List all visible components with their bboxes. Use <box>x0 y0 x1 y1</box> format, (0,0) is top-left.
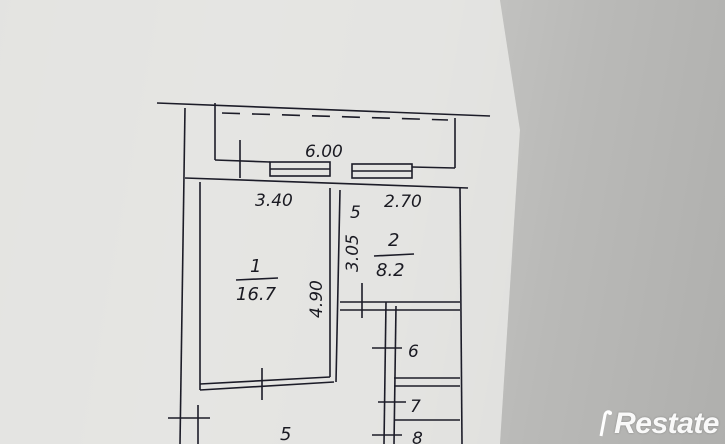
room8-number: 8 <box>412 429 423 444</box>
balcony-top-wall <box>156 102 491 117</box>
room1-depth-label: 4.90 <box>307 280 327 318</box>
watermark-text: Restate <box>614 407 719 440</box>
outer-left-wall <box>179 107 186 444</box>
balcony-right-side <box>411 166 456 169</box>
room2-width-label: 2.70 <box>384 192 422 212</box>
paper-shadow <box>500 0 725 444</box>
room2-label-underline <box>373 253 415 257</box>
balcony-length-label: 6.00 <box>305 142 343 162</box>
room1-area: 16.7 <box>236 284 277 305</box>
corridor-wall-a <box>383 301 387 444</box>
room1-label-underline <box>235 277 279 281</box>
room1-bottom-wall-inner <box>199 376 331 385</box>
room1-number: 1 <box>250 256 261 277</box>
paper-sheet <box>0 0 520 444</box>
balcony-dash <box>221 112 449 121</box>
partition-wall-b <box>335 189 341 383</box>
restate-watermark: Restate <box>598 404 719 444</box>
room6-number: 6 <box>408 342 419 362</box>
room2-area: 8.2 <box>376 260 405 281</box>
walls <box>168 107 469 444</box>
room7-number: 7 <box>410 397 421 417</box>
room1-bottom-wall <box>199 381 335 391</box>
restate-logo-icon <box>599 410 613 437</box>
outer-right-wall <box>459 187 463 444</box>
corridor-wall-b <box>393 305 397 444</box>
balcony <box>156 102 491 179</box>
room5-number: 5 <box>280 424 291 444</box>
outer-top-wall <box>184 177 469 189</box>
room1-width-label: 3.40 <box>255 191 293 211</box>
balcony-left-side <box>214 159 271 163</box>
room2-depth-label: 3.05 <box>343 234 363 272</box>
room2-prefix-label: 5 <box>350 203 361 223</box>
room2-number: 2 <box>388 230 399 251</box>
